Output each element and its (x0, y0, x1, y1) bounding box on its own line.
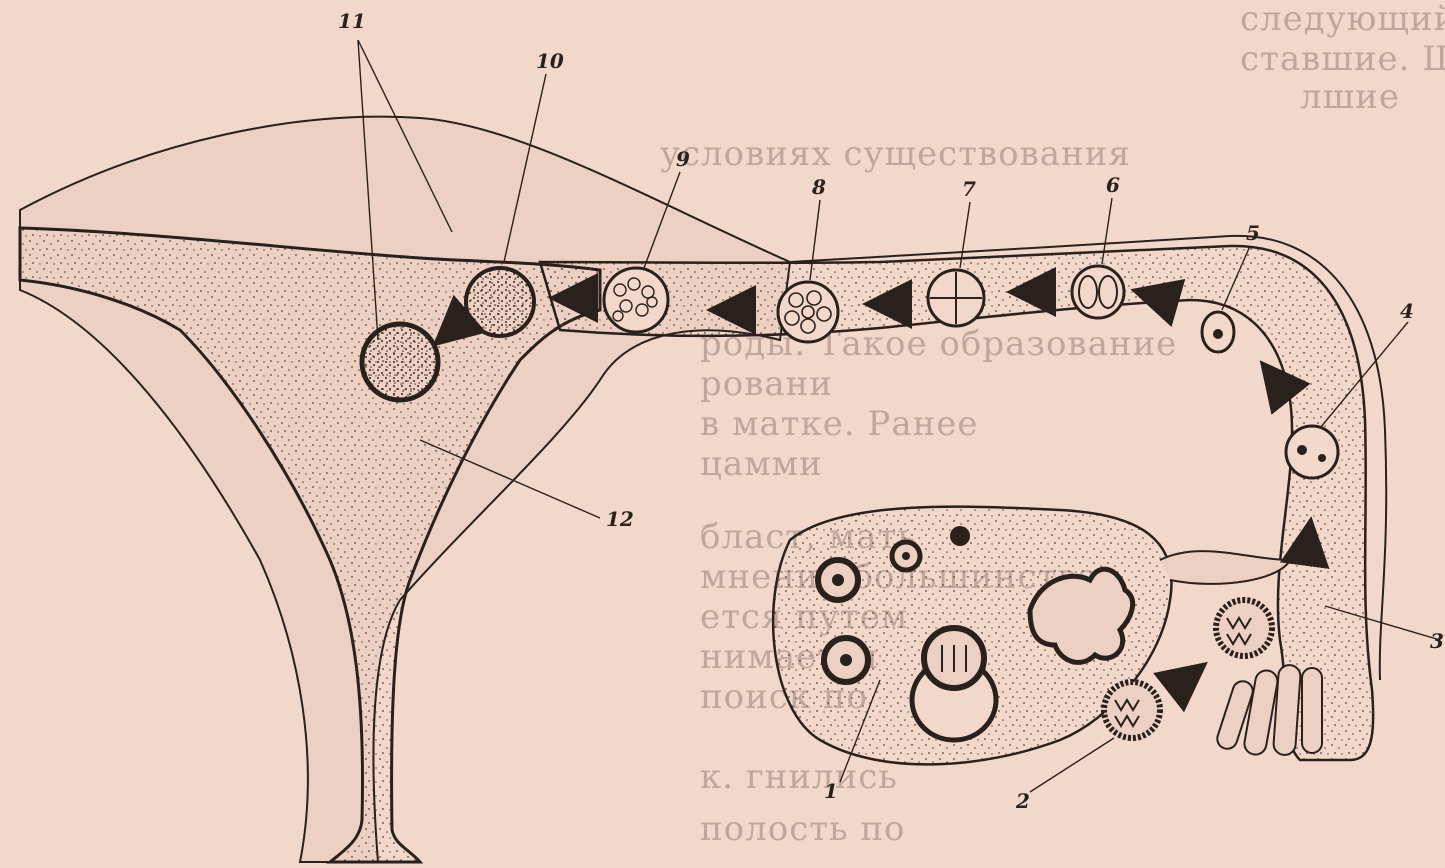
background-text-line: цамми (700, 444, 823, 484)
label-11: 11 (338, 9, 366, 33)
stage-implanted (362, 324, 438, 400)
stage-implantation (466, 268, 534, 336)
stage-fertilization (1286, 426, 1338, 478)
background-text-line: к. гнились (700, 757, 898, 797)
label-8: 8 (811, 175, 826, 199)
label-3: 3 (1430, 629, 1444, 653)
label-7: 7 (962, 177, 976, 201)
ovarian-ligament (1160, 551, 1290, 584)
background-text-line: полость по (700, 809, 906, 849)
label-2: 2 (1015, 789, 1030, 813)
background-text-line: условиях существования (660, 134, 1131, 174)
stage-blastocyst (604, 268, 668, 332)
background-text-line: ровани (700, 364, 833, 404)
background-text-line: в матке. Ранее (700, 404, 979, 444)
background-text-line: ставшие. Шарик клеток сливается (1240, 39, 1445, 79)
background-text-line: лшие (1300, 77, 1400, 117)
label-5: 5 (1246, 221, 1260, 245)
label-10: 10 (536, 49, 564, 73)
label-12: 12 (606, 507, 634, 531)
label-6: 6 (1106, 173, 1120, 197)
label-9: 9 (676, 147, 690, 171)
label-1: 1 (824, 779, 838, 803)
fimbriae (1215, 664, 1322, 756)
background-text-line: следующий стадии, превращаясь в зиготу (1240, 0, 1445, 39)
label-4: 4 (1400, 299, 1414, 323)
